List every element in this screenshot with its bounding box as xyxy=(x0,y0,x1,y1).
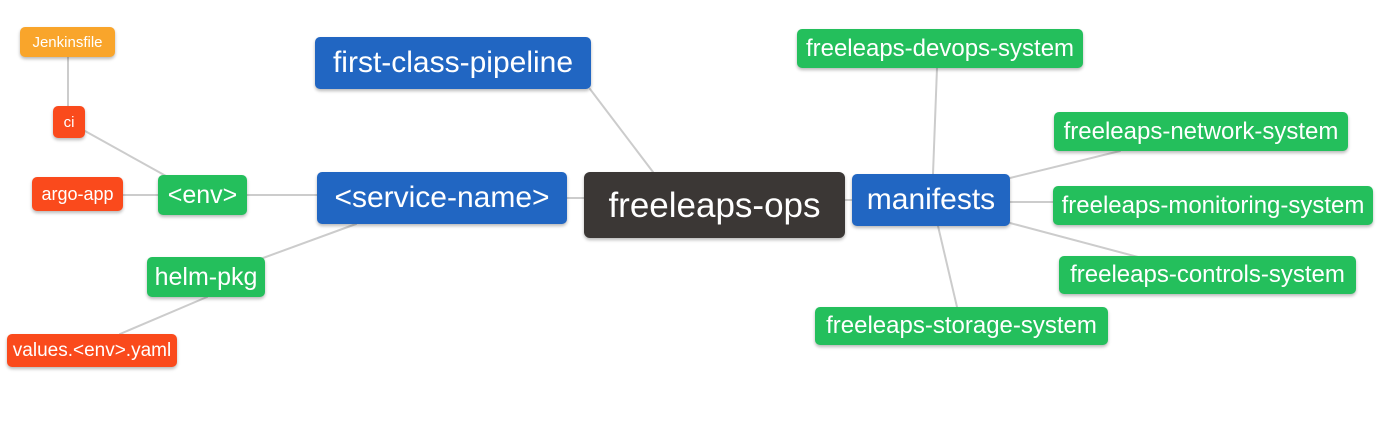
edge-pipeline-freeleaps-ops xyxy=(589,88,654,173)
node-freeleaps-storage-system[interactable]: freeleaps-storage-system xyxy=(815,307,1108,345)
node-values-env-yaml[interactable]: values.<env>.yaml xyxy=(7,334,177,367)
node-jenkinsfile[interactable]: Jenkinsfile xyxy=(20,27,115,57)
node-freeleaps-controls-system[interactable]: freeleaps-controls-system xyxy=(1059,256,1356,294)
node-env[interactable]: <env> xyxy=(158,175,247,215)
edge-manifests-devops xyxy=(932,67,938,175)
node-first-class-pipeline[interactable]: first-class-pipeline xyxy=(315,37,591,89)
edge-manifests-network xyxy=(1009,150,1121,179)
edge-service-name-helm-pkg xyxy=(262,223,357,259)
edge-helm-pkg-values xyxy=(119,296,208,335)
edge-manifests-storage xyxy=(937,225,958,308)
node-helm-pkg[interactable]: helm-pkg xyxy=(147,257,265,297)
node-freeleaps-monitoring-system[interactable]: freeleaps-monitoring-system xyxy=(1053,186,1373,225)
edge-ci-env xyxy=(84,130,167,177)
node-ci[interactable]: ci xyxy=(53,106,85,138)
node-freeleaps-network-system[interactable]: freeleaps-network-system xyxy=(1054,112,1348,151)
node-service-name[interactable]: <service-name> xyxy=(317,172,567,224)
node-manifests[interactable]: manifests xyxy=(852,174,1010,226)
edge-manifests-controls xyxy=(1009,222,1139,258)
node-freeleaps-ops-root[interactable]: freeleaps-ops xyxy=(584,172,845,238)
node-argo-app[interactable]: argo-app xyxy=(32,177,123,211)
node-freeleaps-devops-system[interactable]: freeleaps-devops-system xyxy=(797,29,1083,68)
